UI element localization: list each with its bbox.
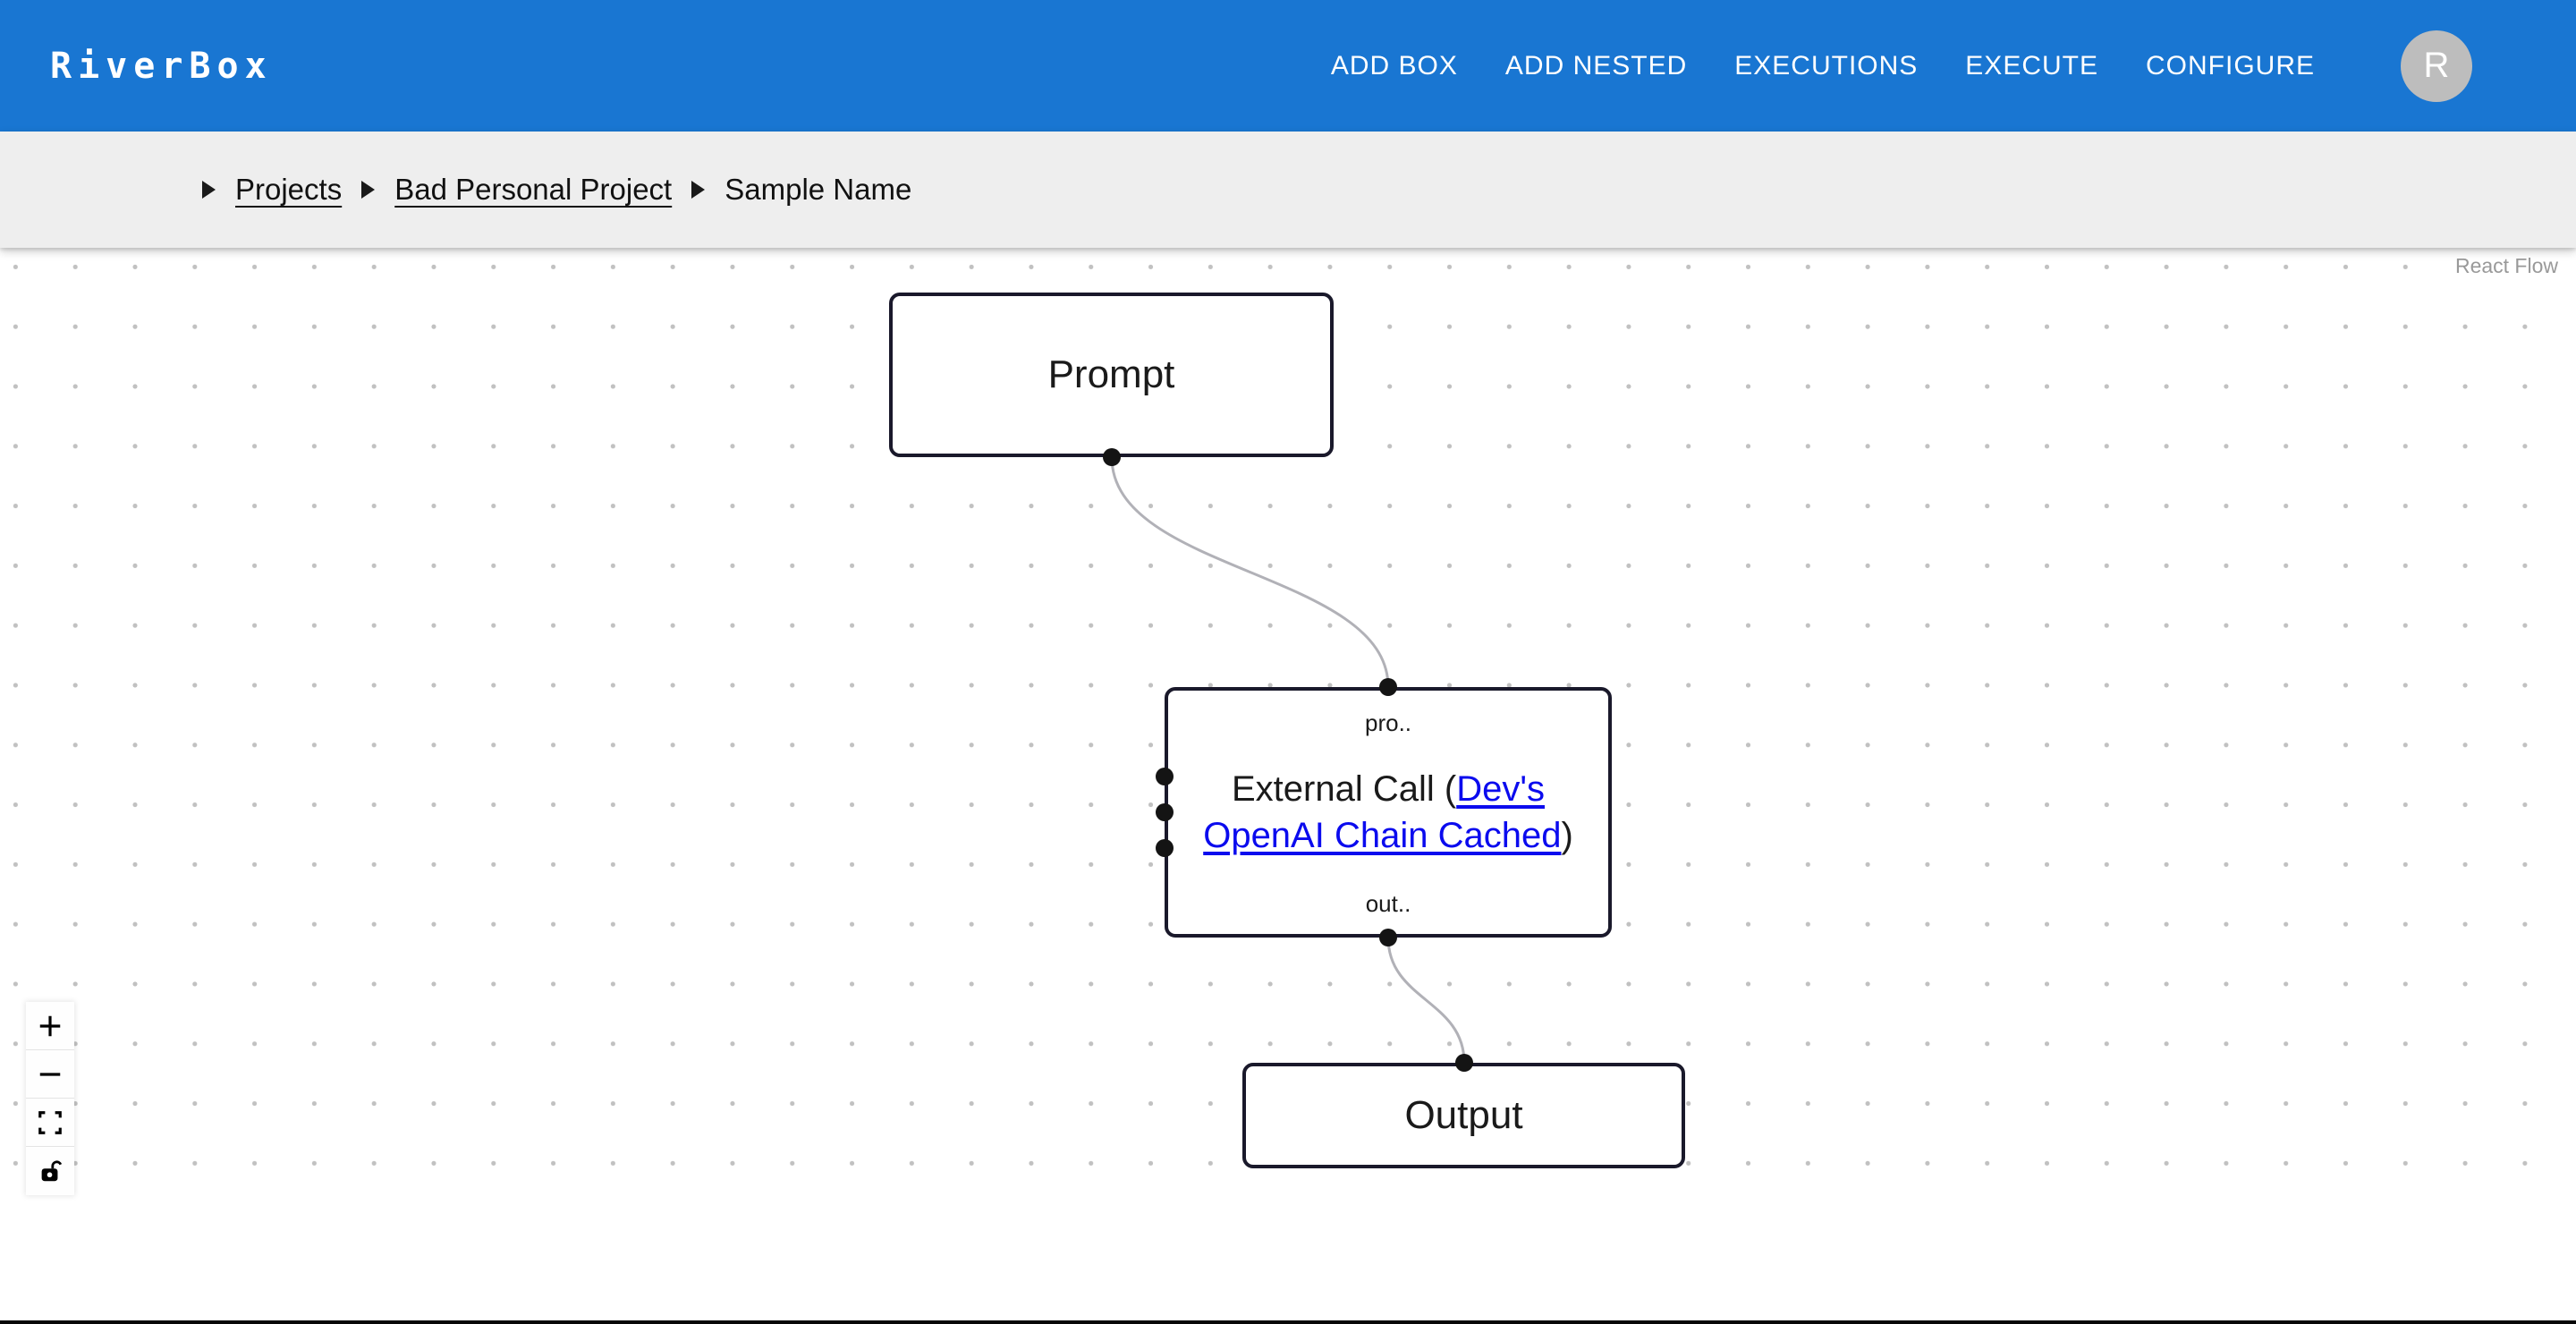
nav-item-add-box[interactable]: ADD BOX — [1327, 44, 1462, 89]
node-output-label: Output — [1404, 1093, 1523, 1137]
output-handle-label: out.. — [1365, 890, 1411, 917]
breadcrumb-current-page: Sample Name — [724, 173, 912, 206]
external-target-handle-top[interactable] — [1379, 678, 1397, 696]
caret-right-icon — [361, 181, 376, 199]
edge-prompt-to-external[interactable] — [1110, 456, 1390, 688]
external-source-handle-bottom[interactable] — [1379, 929, 1397, 946]
app-header: RiverBox ADD BOX ADD NESTED EXECUTIONS E… — [0, 0, 2576, 132]
window-bottom-edge — [0, 1320, 2576, 1324]
input-handle-label: pro.. — [1364, 709, 1412, 736]
caret-right-icon — [691, 181, 706, 199]
external-call-label-prefix: External Call ( — [1232, 769, 1457, 809]
nav-item-executions[interactable]: EXECUTIONS — [1731, 44, 1921, 89]
avatar[interactable]: R — [2401, 30, 2472, 102]
node-output[interactable]: Output — [1242, 1063, 1685, 1168]
external-target-handle-left-1[interactable] — [1156, 768, 1174, 785]
output-target-handle[interactable] — [1455, 1054, 1473, 1072]
prompt-source-handle[interactable] — [1103, 448, 1121, 466]
edge-external-to-output[interactable] — [1386, 937, 1466, 1064]
minus-icon — [39, 1072, 61, 1076]
flow-canvas[interactable]: Prompt pro.. External Call (Dev's OpenAI… — [0, 248, 2576, 1206]
breadcrumb-link-projects[interactable]: Projects — [235, 173, 343, 206]
external-target-handle-left-2[interactable] — [1156, 803, 1174, 821]
node-prompt[interactable]: Prompt — [889, 293, 1334, 457]
fit-view-icon — [38, 1110, 62, 1134]
lock-open-icon — [41, 1160, 63, 1182]
react-flow-attribution[interactable]: React Flow — [2442, 250, 2569, 284]
external-call-chain-link[interactable]: Dev's OpenAI Chain Cached — [1203, 769, 1562, 855]
caret-right-icon — [202, 181, 216, 199]
external-target-handle-left-3[interactable] — [1156, 839, 1174, 857]
brand-logo: RiverBox — [50, 45, 273, 87]
header-nav: ADD BOX ADD NESTED EXECUTIONS EXECUTE CO… — [1327, 44, 2318, 89]
zoom-out-button[interactable] — [26, 1050, 74, 1099]
zoom-in-button[interactable] — [26, 1002, 74, 1050]
flow-controls — [26, 1002, 74, 1195]
nav-item-execute[interactable]: EXECUTE — [1962, 44, 2102, 89]
breadcrumb: Projects Bad Personal Project Sample Nam… — [0, 132, 2576, 248]
edges-layer — [1110, 456, 1466, 1064]
external-call-label-suffix: ) — [1561, 816, 1573, 855]
node-external-call[interactable]: pro.. External Call (Dev's OpenAI Chain … — [1165, 687, 1612, 938]
nav-item-add-nested[interactable]: ADD NESTED — [1502, 44, 1690, 89]
node-prompt-label: Prompt — [1047, 352, 1175, 396]
breadcrumb-link-project[interactable]: Bad Personal Project — [394, 173, 673, 206]
plus-icon — [39, 1015, 61, 1036]
nav-item-configure[interactable]: CONFIGURE — [2142, 44, 2318, 89]
fit-view-button[interactable] — [26, 1099, 74, 1147]
toggle-interactivity-button[interactable] — [26, 1147, 74, 1195]
node-external-call-label: External Call (Dev's OpenAI Chain Cached… — [1168, 766, 1608, 859]
